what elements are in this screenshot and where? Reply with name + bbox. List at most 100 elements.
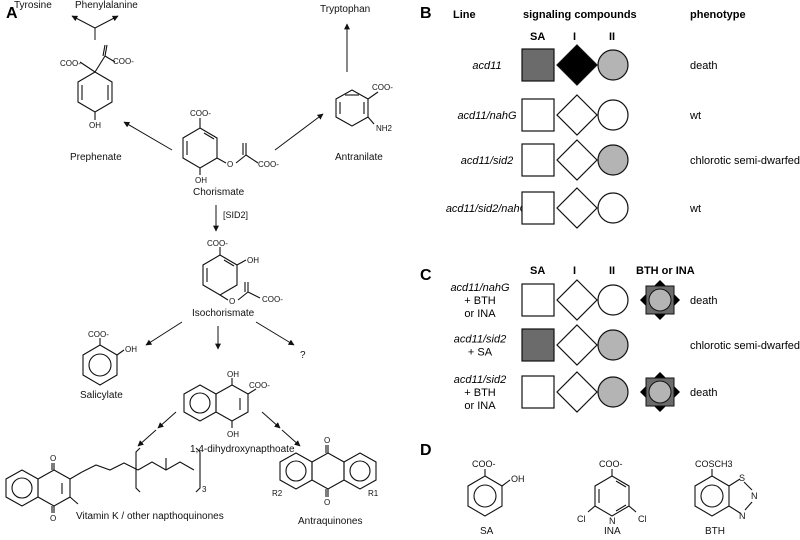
b-i-diamond [556,139,598,181]
b-row-line: acd11/nahG [457,110,517,122]
chorismate-structure [182,118,259,175]
branch-arrow [71,15,119,40]
b-row-line: acd11 [472,60,501,72]
c-i-diamond [556,279,598,321]
b-ii-circle [597,192,629,224]
c-i-diamond [556,371,598,413]
b-header-sa: SA [530,31,545,43]
c-ii-circle [597,329,629,361]
d-ina-cl1-label: Cl [577,514,586,524]
isochorismate-to-unknown-arrow [255,321,295,346]
chorismate-coo-label: COO- [190,109,211,118]
c-sa-square [521,375,555,409]
dhna-to-vitamink-arrow-b [137,429,157,447]
antraquinones-label: Antraquinones [298,516,363,527]
panel-c-label: C [420,267,432,284]
tyrosine-label: Tyrosine [14,0,52,11]
anthranilate-coo-label: COO- [372,83,393,92]
d-ina-coo-label: COO- [599,459,623,469]
d-bth-s-label: S [739,473,745,483]
isochorismate-oh-label: OH [247,256,259,265]
chorismate-label: Chorismate [193,187,245,198]
c-row-line: or INA [464,400,496,412]
chorismate-to-anthranilate-arrow [274,113,324,151]
isochorismate-to-salicylate-arrow [145,321,183,346]
b-row-phenotype: chlorotic semi-dwarfed [690,155,800,167]
d-bth-n1-label: N [751,491,758,501]
b-i-diamond [556,94,598,136]
prephenate-structure [77,44,116,120]
b-sa-square [521,143,555,177]
dhna-oh-bottom-label: OH [227,430,239,439]
b-i-diamond [556,44,598,86]
c-header-ii: II [609,265,615,277]
b-row-phenotype: wt [689,110,701,122]
c-i-diamond [556,324,598,366]
vitamin-k-o-bottom-label: O [50,514,56,523]
d-ina-label: INA [604,526,621,537]
chorismate-coo2-label: COO- [258,160,279,169]
isochorismate-coo2-label: COO- [262,295,283,304]
antraquinone-structure [279,445,377,497]
b-row-phenotype: death [690,60,718,72]
b-row-phenotype: wt [689,203,701,215]
prephenate-coo-label: COO- [60,59,81,68]
sid2-label: [SID2] [223,210,248,220]
c-ii-circle [597,376,629,408]
isochorismate-label: Isochorismate [192,308,255,319]
c-header-bth: BTH or INA [636,265,695,277]
c-row-line: + BTH [464,295,496,307]
salicylate-coo-label: COO- [88,330,109,339]
unknown-product-label: ? [300,350,306,361]
vitamin-k-o-top-label: O [50,454,56,463]
sa-structure [467,469,511,517]
chorismate-o-label: O [227,160,233,169]
phenylalanine-label: Phenylalanine [75,0,138,11]
d-sa-label: SA [480,526,494,537]
vitamin-k-structure [5,447,201,513]
b-row-line: acd11/sid2 [461,155,513,167]
c-row-phenotype: death [690,387,718,399]
b-row-line: acd11/sid2/nahG [446,203,529,215]
c-sa-square [521,328,555,362]
c-row-line: acd11/sid2 [454,374,506,386]
c-row-line: acd11/sid2 [454,334,506,346]
antraquinone-r2-label: R2 [272,489,283,498]
chorismate-to-prephenate-arrow [123,121,173,151]
panel-b-table: acd11 death acd11/nahG wt acd11/sid2 chloroti… [446,44,800,229]
d-bth-n2-label: N [739,511,746,521]
salicylate-label: Salicylate [80,390,123,401]
d-ina-n-label: N [609,516,616,526]
b-sa-square [521,48,555,82]
b-i-diamond [556,187,598,229]
tryptophan-label: Tryptophan [320,4,370,15]
b-header-signaling: signaling compounds [523,9,637,21]
c-row-phenotype: chlorotic semi-dwarfed [690,340,800,352]
dhna-structure [183,378,257,428]
prephenate-coo2-label: COO- [113,57,134,66]
antraquinone-r1-label: R1 [368,489,379,498]
panel-d-label: D [420,442,432,459]
b-header-line: Line [453,9,476,21]
panel-a-label: A [6,5,18,22]
c-row-line: acd11/nahG [450,282,510,294]
antraquinone-o-top-label: O [324,436,330,445]
d-ina-cl2-label: Cl [638,514,647,524]
c-bth-symbol [640,372,680,412]
c-row-line: + SA [468,347,493,359]
b-sa-square [521,98,555,132]
isochorismate-o-label: O [229,297,235,306]
b-sa-square [521,191,555,225]
c-header-sa: SA [530,265,545,277]
b-ii-circle [597,144,629,176]
dhna-to-antraquinone-arrow-a [261,411,281,429]
anthranilate-structure [335,89,379,127]
dhna-to-antraquinone-arrow-b [281,429,301,447]
c-row-line: or INA [464,308,496,320]
antraquinone-o-bottom-label: O [324,498,330,507]
salicylate-oh-label: OH [125,345,137,354]
salicylate-structure [82,338,125,386]
c-header-i: I [573,265,576,277]
